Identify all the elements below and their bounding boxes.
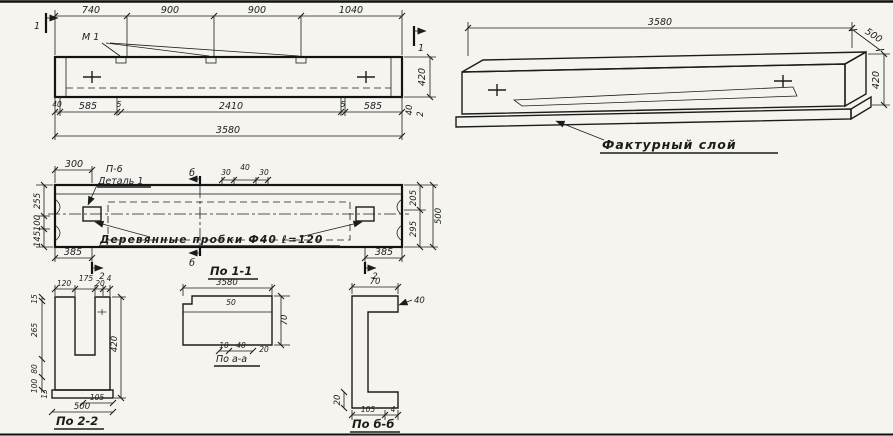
fixture-cross-2-2 <box>97 308 107 316</box>
wooden-plug-right <box>355 206 375 222</box>
iso-view: 3580 500 420 Фактурный слой <box>455 17 890 154</box>
dim-40-sec11: 40 <box>236 341 246 350</box>
cut-label-1-right: 1 <box>418 43 424 54</box>
dim-3580-iso: 3580 <box>648 17 672 28</box>
plan-view: 740 900 900 1040 1 1 М 1 420 40 2 <box>34 5 436 140</box>
lifting-loop-3 <box>295 56 307 64</box>
detail-ref-p6: П-6 <box>106 164 123 175</box>
fixture-cross-left <box>82 70 102 84</box>
dim-40-small: 40 <box>240 163 250 172</box>
section-b-b: 70 40 20 105 4 По б-б <box>333 277 425 433</box>
dim-70-sec11: 70 <box>280 315 290 326</box>
facture-layer-callout: Фактурный слой <box>602 137 737 152</box>
section-a-a-subtitle: По а-а <box>216 354 247 365</box>
dim-30b: 30 <box>259 168 269 177</box>
dim-385-left: 385 <box>64 247 82 258</box>
dim-265: 265 <box>30 323 39 338</box>
dim-40-secbb: 40 <box>414 296 425 306</box>
dim-4-secbb: 4 <box>391 405 396 414</box>
cut-label-2-right: 2 <box>372 272 377 282</box>
dim-500-iso: 500 <box>863 26 884 45</box>
dim-585-left: 585 <box>79 101 97 112</box>
facture-layer-end <box>850 95 872 121</box>
dim-5-left: 5 <box>117 100 122 109</box>
dim-900a: 900 <box>161 5 179 16</box>
wooden-plugs-note: Деревянные пробки Ф40 ℓ=120 <box>99 234 323 246</box>
fixture-cross-iso-left <box>487 83 507 97</box>
cut-label-2-left: 2 <box>99 272 104 282</box>
dim-420-iso: 420 <box>871 71 882 89</box>
dim-420-plan: 420 <box>417 68 428 86</box>
cut-label-1-left: 1 <box>34 21 40 32</box>
dim-15: 15 <box>30 294 39 304</box>
dim-2410: 2410 <box>219 101 243 112</box>
dim-740: 740 <box>82 5 100 16</box>
detail-1-label: Деталь 1 <box>97 176 143 187</box>
section-1-1-title: По 1-1 <box>210 264 252 278</box>
lifting-loop-2 <box>205 56 217 64</box>
dim-5-right: 5 <box>341 100 346 109</box>
dim-205: 205 <box>409 190 419 206</box>
recess-dashed <box>107 201 351 241</box>
wooden-plug-left <box>82 206 102 222</box>
dim-500-width: 500 <box>434 208 444 224</box>
dim-3580-sec11: 3580 <box>216 278 238 288</box>
fixture-cross-iso-right <box>773 74 793 88</box>
section-b-b-title: По б-б <box>352 417 394 431</box>
lifting-loop-1 <box>115 56 127 64</box>
dim-105-secbb: 105 <box>361 405 376 414</box>
section-1-1: По 1-1 3580 50 70 10 40 20 По а-а <box>179 264 290 367</box>
dim-40-bottom: 40 <box>52 100 62 109</box>
cut-label-b-top: б <box>189 168 195 179</box>
dim-30a: 30 <box>221 168 231 177</box>
dim-13: 13 <box>40 389 49 399</box>
front-recess-wedge <box>512 86 798 107</box>
dim-295: 295 <box>409 221 419 237</box>
fixture-cross-right <box>356 70 376 84</box>
mark-m1-label: М 1 <box>82 32 99 43</box>
section-1-1-profile <box>182 295 273 346</box>
dim-100-sec: 100 <box>30 379 39 394</box>
underside-view: б б 30 40 30 300 П-6 Деталь 1 Деревянные… <box>33 159 444 282</box>
section-2-2-title: По 2-2 <box>56 414 98 428</box>
dim-120: 120 <box>57 279 72 288</box>
panel-top-face <box>461 51 867 73</box>
dim-385-right: 385 <box>375 247 393 258</box>
dim-10: 10 <box>219 341 229 350</box>
dim-20-sec11: 20 <box>259 345 269 354</box>
dim-50: 50 <box>226 298 236 307</box>
panel-end-face <box>844 50 867 108</box>
dim-2-right: 2 <box>416 111 426 116</box>
dim-145: 145 <box>33 231 43 247</box>
facture-band <box>54 184 403 195</box>
dim-40-right: 40 <box>405 105 415 116</box>
dim-500-sec22: 500 <box>74 402 90 412</box>
dim-1040: 1040 <box>339 5 363 16</box>
cut-label-b-bottom: б <box>189 258 195 269</box>
facture-layer-front <box>455 108 852 128</box>
dim-20-secbb: 20 <box>333 395 343 406</box>
section-2-2-facture <box>51 389 114 399</box>
dim-4-top: 4 <box>107 274 112 283</box>
dim-175: 175 <box>79 274 94 283</box>
panel-outline <box>53 55 404 99</box>
dim-70-secbb: 70 <box>370 277 381 287</box>
panel-front-face <box>461 63 846 115</box>
dim-900b: 900 <box>248 5 266 16</box>
dim-105-sec22: 105 <box>90 393 105 402</box>
dim-80: 80 <box>30 364 39 374</box>
dim-255: 255 <box>33 193 43 209</box>
section-b-b-profile <box>351 295 399 409</box>
dim-420-sec22: 420 <box>110 336 120 352</box>
section-2-2: 120 175 20 4 15 265 80 100 420 13 105 50… <box>30 274 126 430</box>
dim-585-right: 585 <box>364 101 382 112</box>
dim-3580-total: 3580 <box>216 125 240 136</box>
dim-20-top: 20 <box>95 279 105 288</box>
dim-100: 100 <box>33 215 43 231</box>
dim-300: 300 <box>65 159 83 170</box>
